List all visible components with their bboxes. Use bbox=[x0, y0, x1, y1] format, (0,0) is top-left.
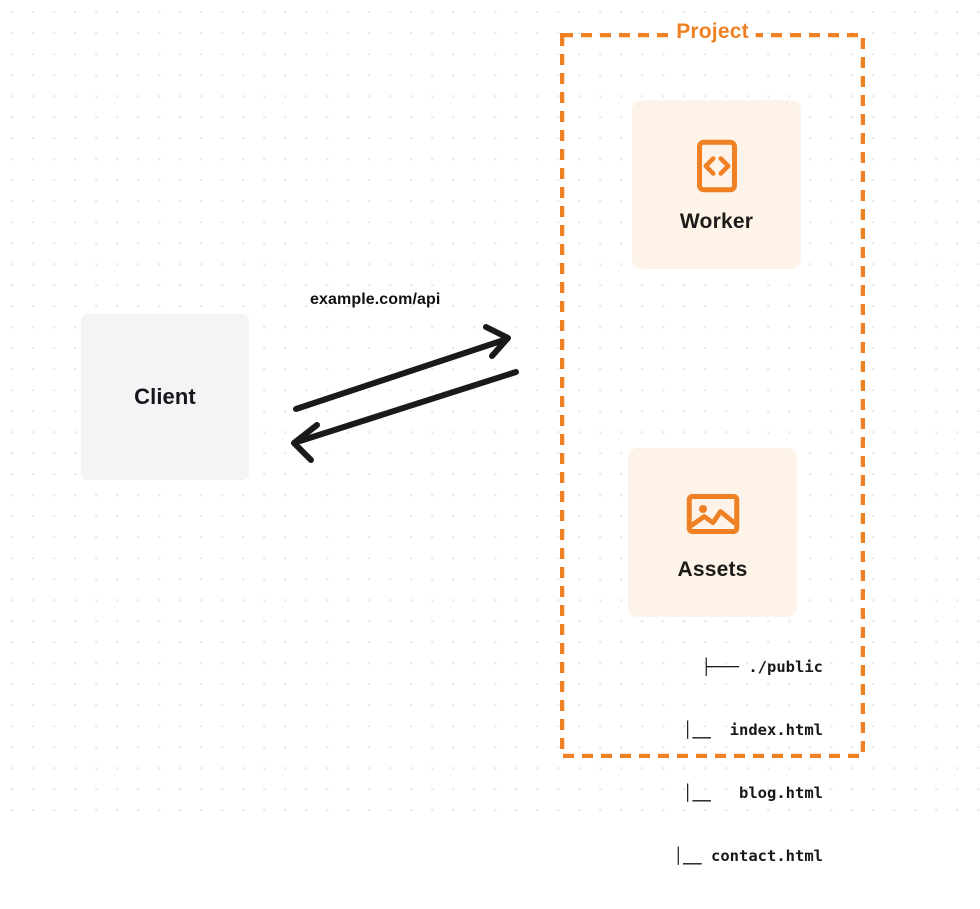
assets-card[interactable]: Assets bbox=[628, 448, 797, 617]
file-tree-row: │__ blog.html bbox=[645, 784, 823, 802]
diagram-canvas: Client example.com/api Project Worker bbox=[0, 0, 980, 865]
file-tree-row: │__ index.html bbox=[645, 721, 823, 739]
code-brackets-icon bbox=[696, 139, 737, 192]
worker-label: Worker bbox=[679, 209, 754, 233]
file-tree-row: ├─── ./public bbox=[701, 658, 823, 676]
project-title: Project bbox=[669, 20, 756, 44]
request-arrow bbox=[293, 324, 511, 412]
connection-label: example.com/api bbox=[310, 291, 441, 308]
image-icon bbox=[686, 493, 739, 534]
response-arrow bbox=[291, 369, 519, 463]
project-container: Project Worker Assets ├─── ./public │__ … bbox=[560, 20, 865, 865]
assets-label: Assets bbox=[677, 557, 748, 581]
file-tree-row: │__ contact.html bbox=[636, 847, 823, 865]
client-node[interactable]: Client bbox=[81, 314, 249, 480]
asset-file-tree: ├─── ./public │__ index.html │__ blog.ht… bbox=[578, 615, 823, 909]
worker-card[interactable]: Worker bbox=[632, 100, 801, 269]
client-label: Client bbox=[134, 384, 196, 409]
